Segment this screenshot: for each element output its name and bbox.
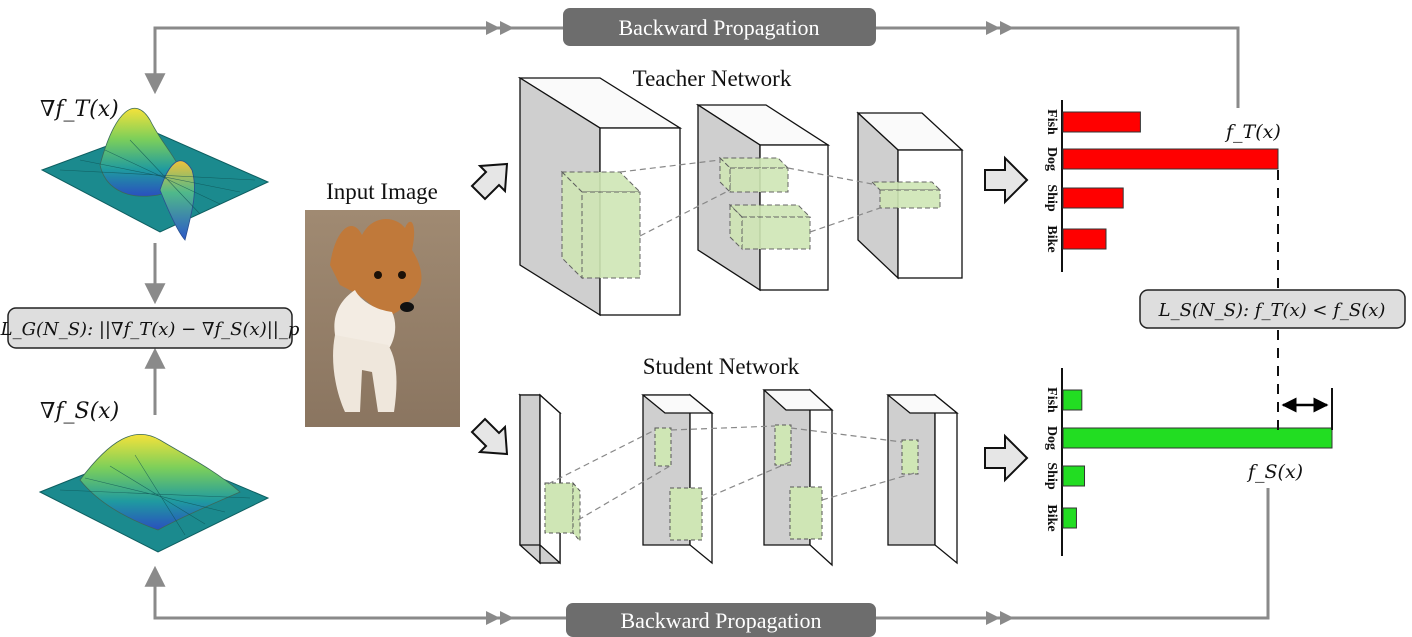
- student-feature-maps: [544, 424, 919, 543]
- student-network: [518, 388, 959, 567]
- teacher-bar-ship: [1062, 187, 1124, 209]
- grad-teacher-label: ∇f_T(x): [40, 97, 119, 122]
- student-gradient-surface: [38, 433, 270, 553]
- student-connections: [547, 425, 919, 521]
- teacher-connections: [619, 159, 881, 237]
- teacher-category-bike: Bike: [1044, 225, 1059, 252]
- student-output-label: f_S(x): [1246, 461, 1303, 483]
- gradient-loss-box: L_G(N_S): ||∇f_T(x) − ∇f_S(x)||_p: [0, 307, 300, 349]
- teacher-layer-2: [695, 103, 831, 292]
- backprop-bottom-label: Backward Propagation: [621, 608, 822, 633]
- teacher-category-ship: Ship: [1044, 184, 1059, 211]
- backprop-bottom-pill: Backward Propagation: [566, 603, 876, 637]
- arrow-image-to-teacher: [470, 162, 509, 201]
- teacher-network-label: Teacher Network: [633, 66, 792, 91]
- student-bar-dog: [1062, 427, 1333, 449]
- student-bar-fish: [1062, 389, 1083, 411]
- backprop-top-label: Backward Propagation: [619, 15, 820, 40]
- arrow-teacher-to-output: [984, 155, 1029, 205]
- input-image-label: Input Image: [326, 179, 438, 204]
- output-loss-box: L_S(N_S): f_T(x) < f_S(x): [1139, 289, 1406, 329]
- output-loss-text: L_S(N_S): f_T(x) < f_S(x): [1158, 300, 1386, 321]
- student-layer-1: [518, 393, 562, 565]
- arrow-student-to-output: [984, 433, 1029, 483]
- arrow-image-to-student: [470, 417, 509, 456]
- teacher-bar-fish: [1062, 111, 1141, 133]
- student-bar-bike: [1062, 507, 1077, 529]
- student-category-fish: Fish: [1044, 387, 1059, 413]
- student-category-bike: Bike: [1044, 504, 1059, 531]
- gradient-loss-text: L_G(N_S): ||∇f_T(x) − ∇f_S(x)||_p: [0, 319, 300, 340]
- student-network-label: Student Network: [643, 354, 800, 379]
- teacher-bar-bike: [1062, 228, 1107, 250]
- student-layer-4: [886, 393, 959, 565]
- student-bar-ship: [1062, 465, 1086, 487]
- teacher-gradient-surface: [40, 108, 270, 241]
- teacher-feature-maps: [560, 156, 942, 280]
- student-category-dog: Dog: [1044, 426, 1059, 450]
- teacher-bar-dog: [1062, 148, 1279, 170]
- backprop-top-pill: Backward Propagation: [563, 8, 876, 46]
- input-image: [305, 210, 460, 427]
- grad-student-label: ∇f_S(x): [40, 399, 119, 424]
- teacher-output-label: f_T(x): [1224, 121, 1281, 143]
- student-category-ship: Ship: [1044, 462, 1059, 489]
- teacher-category-dog: Dog: [1044, 147, 1059, 171]
- teacher-layer-3: [856, 111, 964, 280]
- teacher-category-fish: Fish: [1044, 109, 1059, 135]
